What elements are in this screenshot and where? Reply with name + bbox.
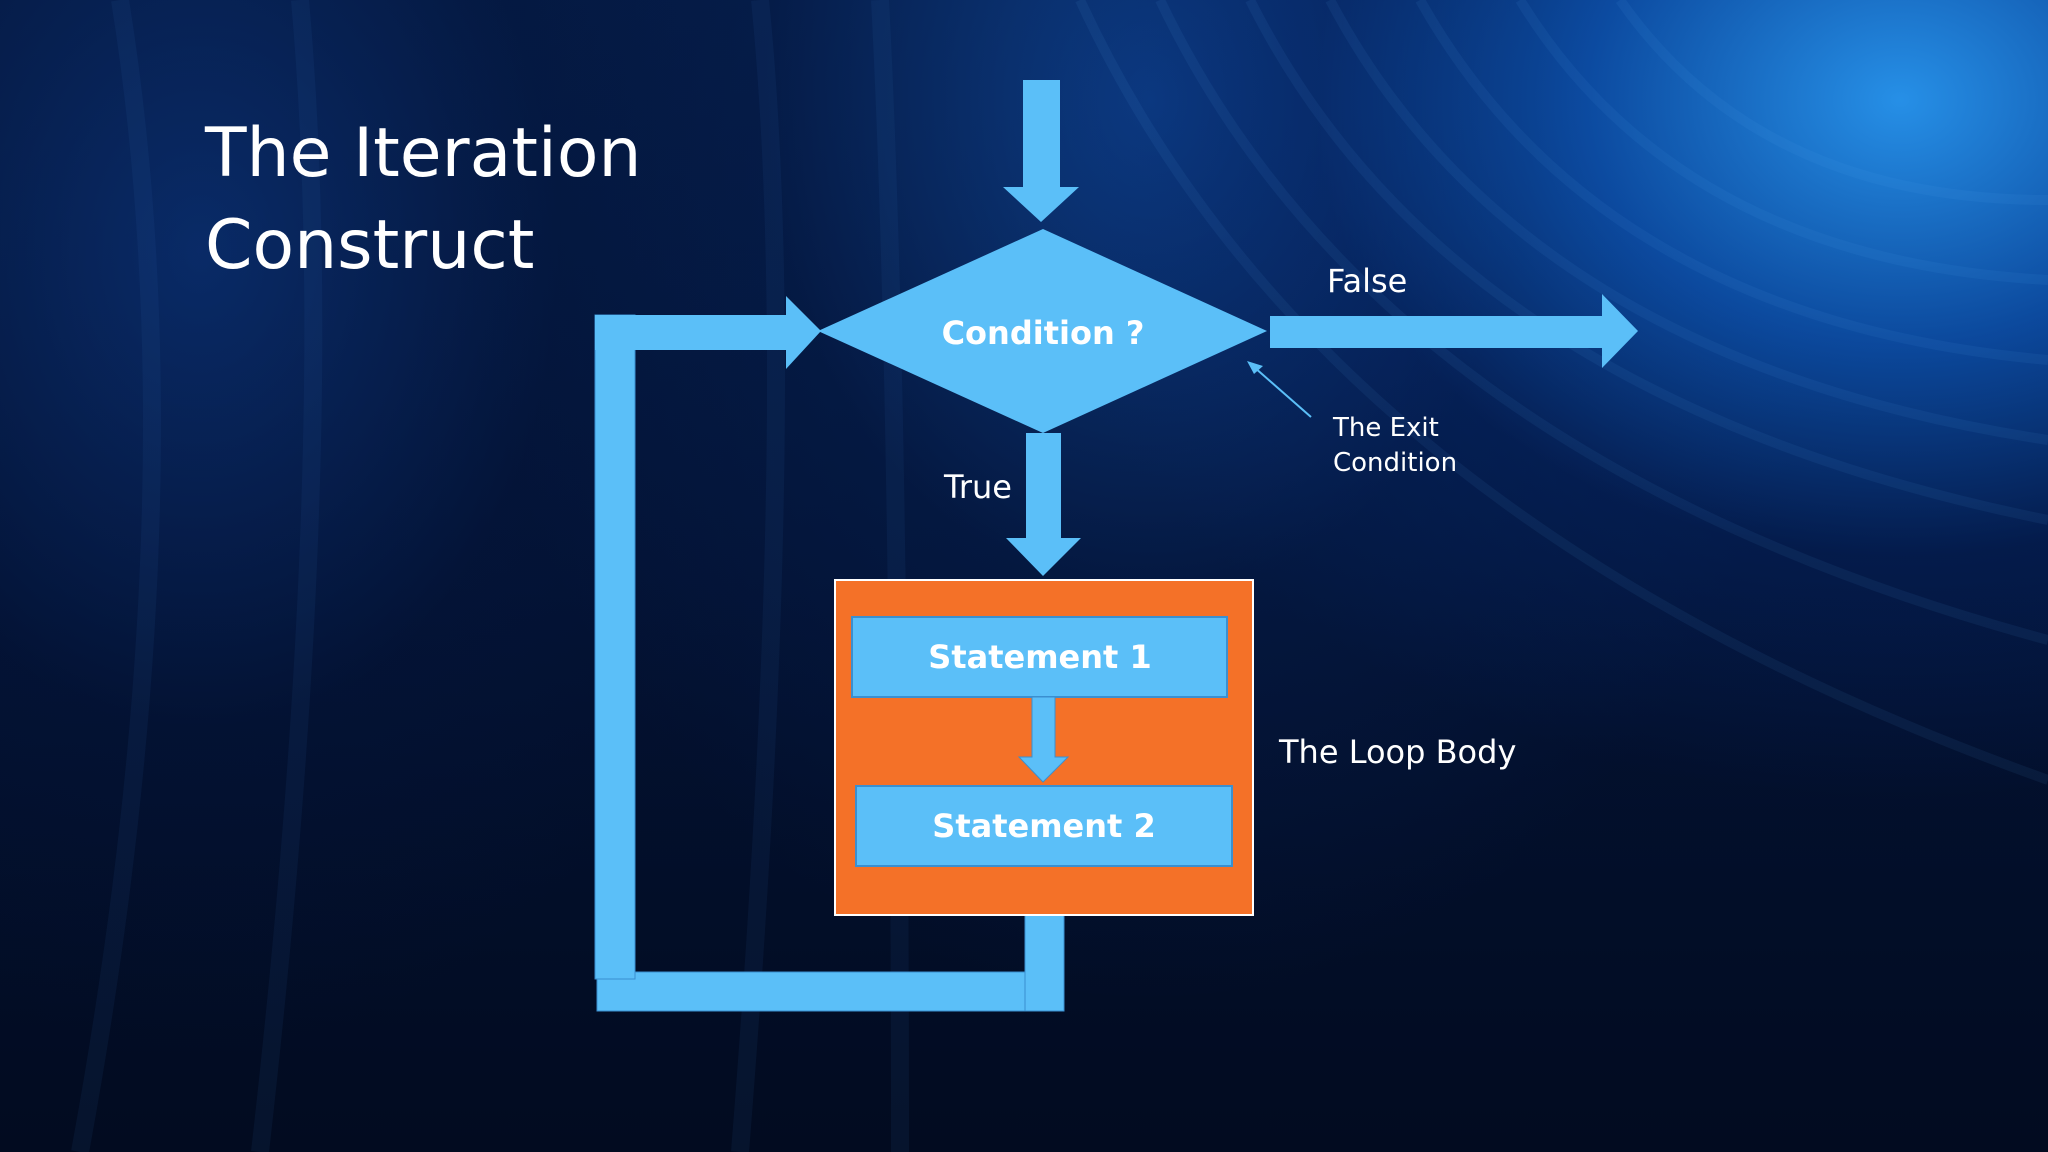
exit-condition-annotation-line1: The Exit bbox=[1332, 413, 1439, 443]
true-label: True bbox=[943, 468, 1012, 506]
body-exit-connector bbox=[1024, 912, 1065, 1012]
statement-arrow bbox=[1017, 696, 1070, 783]
loop-body-label: The Loop Body bbox=[1278, 733, 1516, 771]
slide-title: The Iteration Construct bbox=[205, 114, 642, 285]
statement-1-label: Statement 1 bbox=[928, 638, 1151, 676]
condition-diamond bbox=[818, 229, 1267, 433]
false-label: False bbox=[1327, 262, 1407, 300]
condition-label: Condition ? bbox=[942, 314, 1145, 352]
true-arrow bbox=[1006, 433, 1081, 576]
exit-condition-annotation-line2: Condition bbox=[1333, 448, 1457, 478]
statement-2-label: Statement 2 bbox=[932, 807, 1155, 845]
loop-back-left-segment bbox=[594, 314, 636, 980]
statement-2-box bbox=[855, 785, 1233, 867]
loop-back-bottom-segment bbox=[596, 971, 1064, 1012]
false-exit-arrow bbox=[1270, 294, 1638, 368]
entry-arrow bbox=[1003, 80, 1079, 222]
loop-back-arrow bbox=[595, 296, 821, 369]
exit-condition-pointer bbox=[1253, 366, 1312, 418]
exit-condition-pointer-head bbox=[1247, 361, 1263, 374]
